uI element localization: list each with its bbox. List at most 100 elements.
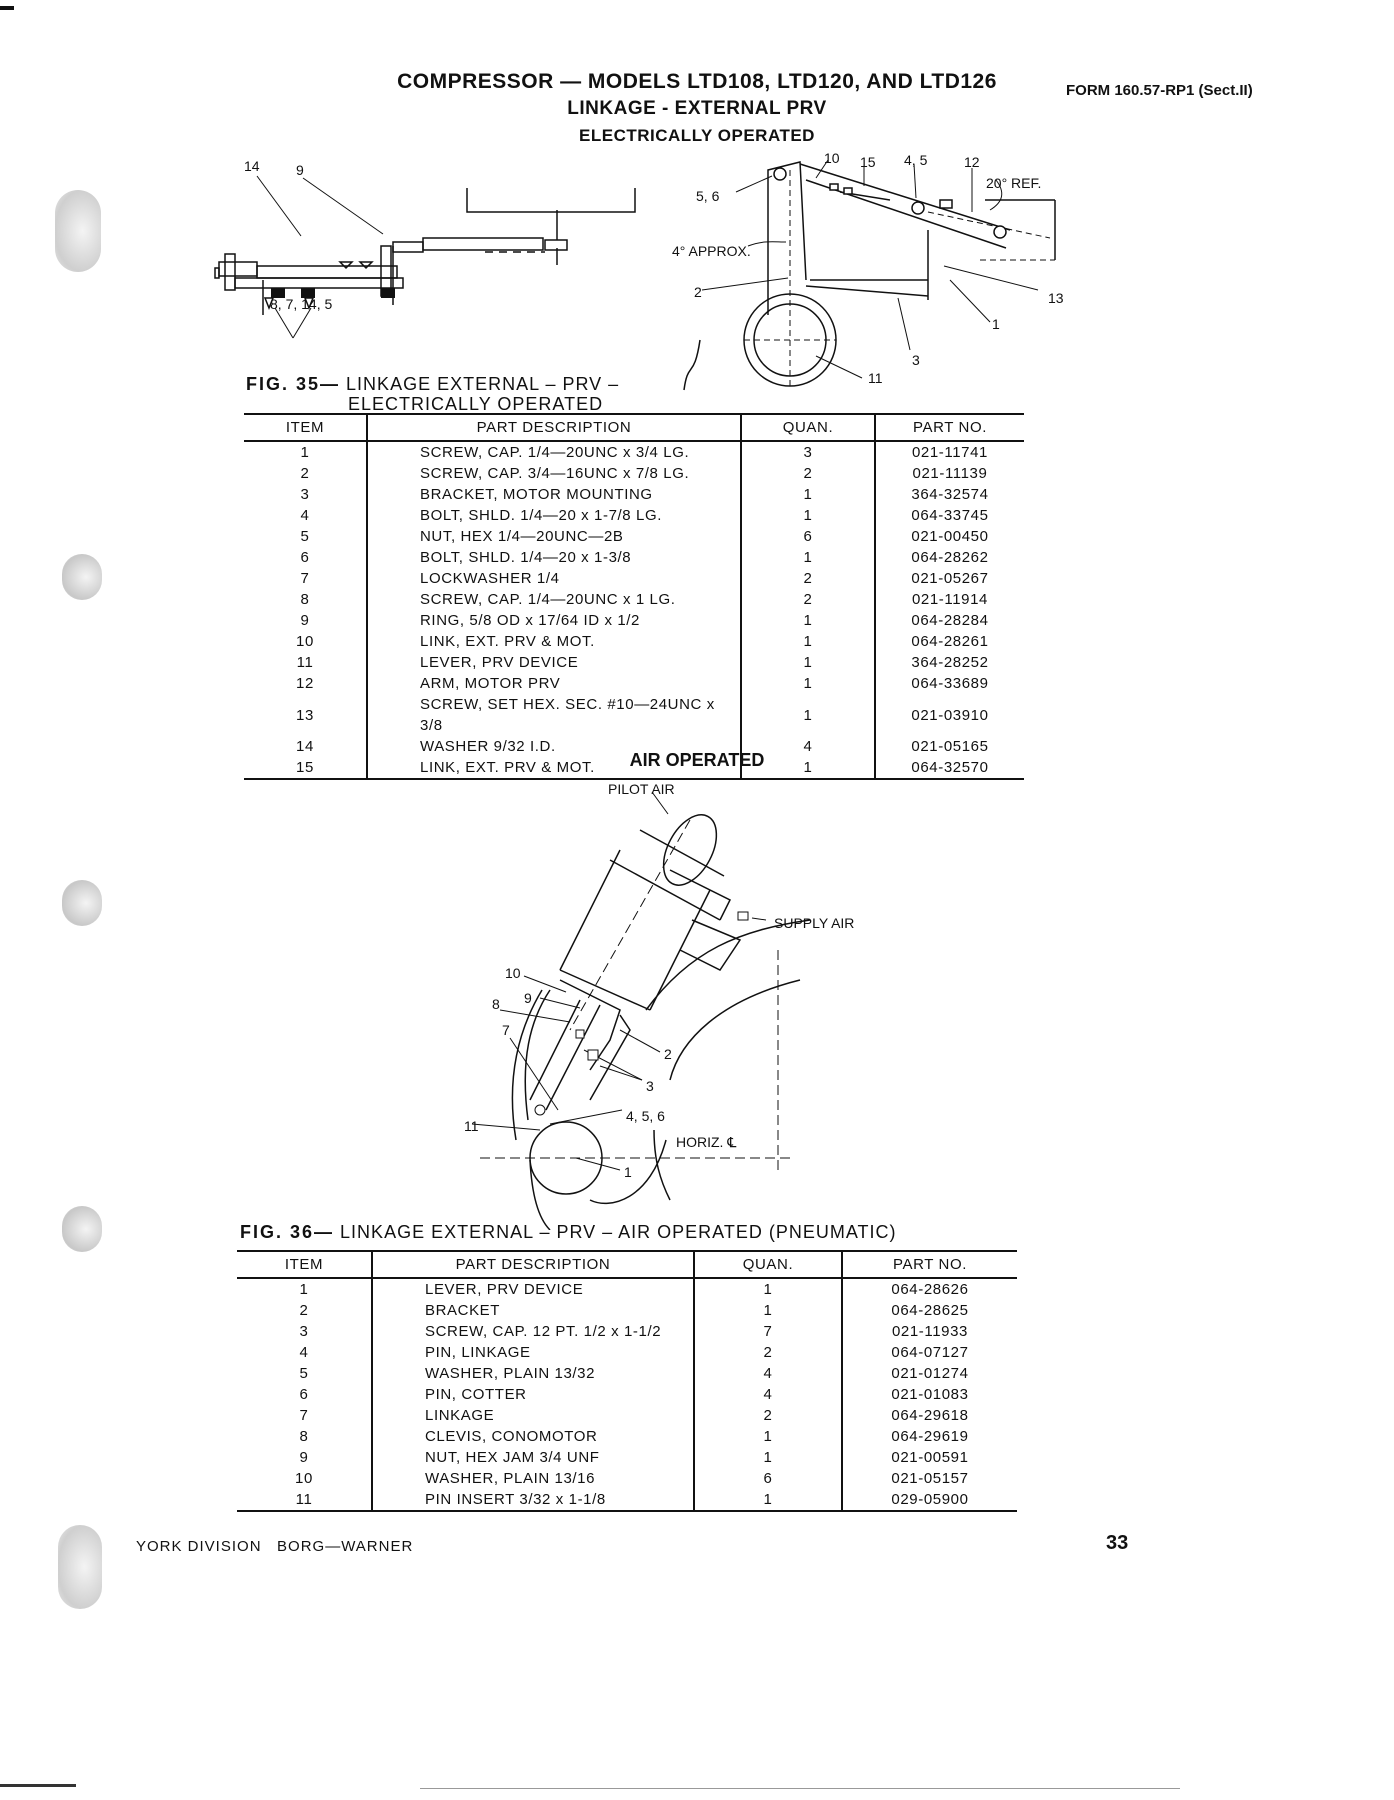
col-header-part-no: PART NO.: [841, 1250, 1017, 1279]
part-number-cell: 021-05157: [841, 1468, 1017, 1489]
part-number-cell: 064-29618: [841, 1405, 1017, 1426]
description-cell: CLEVIS, CONOMOTOR: [371, 1426, 694, 1447]
fig36-caption-text: LINKAGE EXTERNAL – PRV – AIR OPERATED (P…: [340, 1222, 897, 1242]
part-number-cell: 064-28262: [874, 547, 1024, 568]
part-number-cell: 021-11139: [874, 463, 1024, 484]
fig36-callout-2: 2: [664, 1046, 672, 1062]
item-cell: 8: [300, 591, 310, 608]
item-cell: 10: [296, 633, 314, 650]
fig36-callout-pilot-air: PILOT AIR: [608, 781, 675, 797]
quantity-cell: 1: [740, 673, 875, 694]
fig36-air-operated-drawing: [471, 791, 811, 1230]
item-cell: 4: [299, 1344, 309, 1361]
col-header-description: PART DESCRIPTION: [366, 413, 741, 442]
description-cell: LINK, EXT. PRV & MOT.: [366, 757, 741, 780]
description-cell: PIN, COTTER: [371, 1384, 694, 1405]
item-cell: 15: [244, 757, 367, 780]
part-number-cell: 064-07127: [841, 1342, 1017, 1363]
description-cell: WASHER 9/32 I.D.: [366, 736, 741, 757]
part-number-cell: 064-33689: [874, 673, 1024, 694]
part-number-cell: 064-28626: [841, 1278, 1017, 1300]
fig36-callout-10: 10: [505, 965, 521, 981]
fig36-callout-8: 8: [492, 996, 500, 1012]
fig35-callout-11: 11: [868, 370, 883, 386]
part-number-cell: 021-03910: [874, 694, 1024, 736]
footer-company: YORK DIVISION BORG—WARNER: [136, 1538, 414, 1555]
quantity-cell: 7: [693, 1321, 842, 1342]
part-number-cell: 021-11933: [841, 1321, 1017, 1342]
fig35-callout-5-6: 5, 6: [696, 188, 720, 204]
item-cell: 2: [300, 465, 310, 482]
item-cell: 6: [299, 1386, 309, 1403]
fig36-callout-11: 11: [464, 1118, 479, 1134]
fig35-callout-8-7-14-5: 8, 7, 14, 5: [270, 296, 333, 312]
description-cell: BOLT, SHLD. 1/4—20 x 1-7/8 LG.: [366, 505, 741, 526]
fig35-front-view-drawing: [683, 159, 1056, 391]
fig35-callout-9: 9: [296, 162, 304, 178]
item-cell: 6: [300, 549, 310, 566]
part-number-cell: 064-33745: [874, 505, 1024, 526]
part-number-cell: 021-01083: [841, 1384, 1017, 1405]
fig35-callout-14: 14: [244, 158, 260, 174]
description-cell: WASHER, PLAIN 13/32: [371, 1363, 694, 1384]
quantity-cell: 1: [740, 505, 875, 526]
fig35-label: FIG. 35—: [246, 374, 341, 394]
item-cell: 14: [296, 738, 314, 755]
fig35-side-view-drawing: [214, 175, 636, 339]
quantity-cell: 4: [740, 736, 875, 757]
quantity-cell: 1: [693, 1300, 842, 1321]
quantity-cell: 1: [693, 1489, 842, 1512]
fig36-callout-9: 9: [524, 990, 532, 1006]
col-header-item: ITEM: [237, 1250, 372, 1279]
binder-hole: [62, 880, 102, 926]
item-cell: 8: [299, 1428, 309, 1445]
part-number-cell: 021-00591: [841, 1447, 1017, 1468]
description-cell: LEVER, PRV DEVICE: [371, 1278, 694, 1300]
fig35-callout-3: 3: [912, 352, 920, 368]
item-cell: 1: [299, 1281, 309, 1298]
part-number-cell: 064-28625: [841, 1300, 1017, 1321]
quantity-cell: 1: [740, 610, 875, 631]
quantity-cell: 1: [740, 694, 875, 736]
quantity-cell: 1: [740, 757, 875, 780]
binder-hole: [55, 190, 101, 272]
item-cell: 11: [237, 1489, 372, 1512]
description-cell: LINKAGE: [371, 1405, 694, 1426]
quantity-cell: 2: [693, 1405, 842, 1426]
quantity-cell: 1: [740, 547, 875, 568]
part-number-cell: 021-05165: [874, 736, 1024, 757]
description-cell: SCREW, CAP. 1/4—20UNC x 1 LG.: [366, 589, 741, 610]
col-header-item: ITEM: [244, 413, 367, 442]
quantity-cell: 6: [740, 526, 875, 547]
fig35-callout-4-5: 4, 5: [904, 152, 928, 168]
fig35-callout-12: 12: [964, 154, 980, 170]
fig35-callout-4-approx: 4° APPROX.: [672, 243, 751, 259]
quantity-cell: 1: [740, 652, 875, 673]
item-cell: 5: [299, 1365, 309, 1382]
fig35-caption-line1: LINKAGE EXTERNAL – PRV –: [346, 374, 620, 394]
fig35-callout-2: 2: [694, 284, 702, 300]
quantity-cell: 1: [740, 631, 875, 652]
description-cell: PIN, LINKAGE: [371, 1342, 694, 1363]
fig36-callout-1: 1: [624, 1164, 632, 1180]
fig35-callout-20-ref: 20° REF.: [986, 175, 1042, 191]
description-cell: RING, 5/8 OD x 17/64 ID x 1/2: [366, 610, 741, 631]
quantity-cell: 1: [693, 1447, 842, 1468]
quantity-cell: 1: [740, 484, 875, 505]
fig36-callout-3: 3: [646, 1078, 654, 1094]
